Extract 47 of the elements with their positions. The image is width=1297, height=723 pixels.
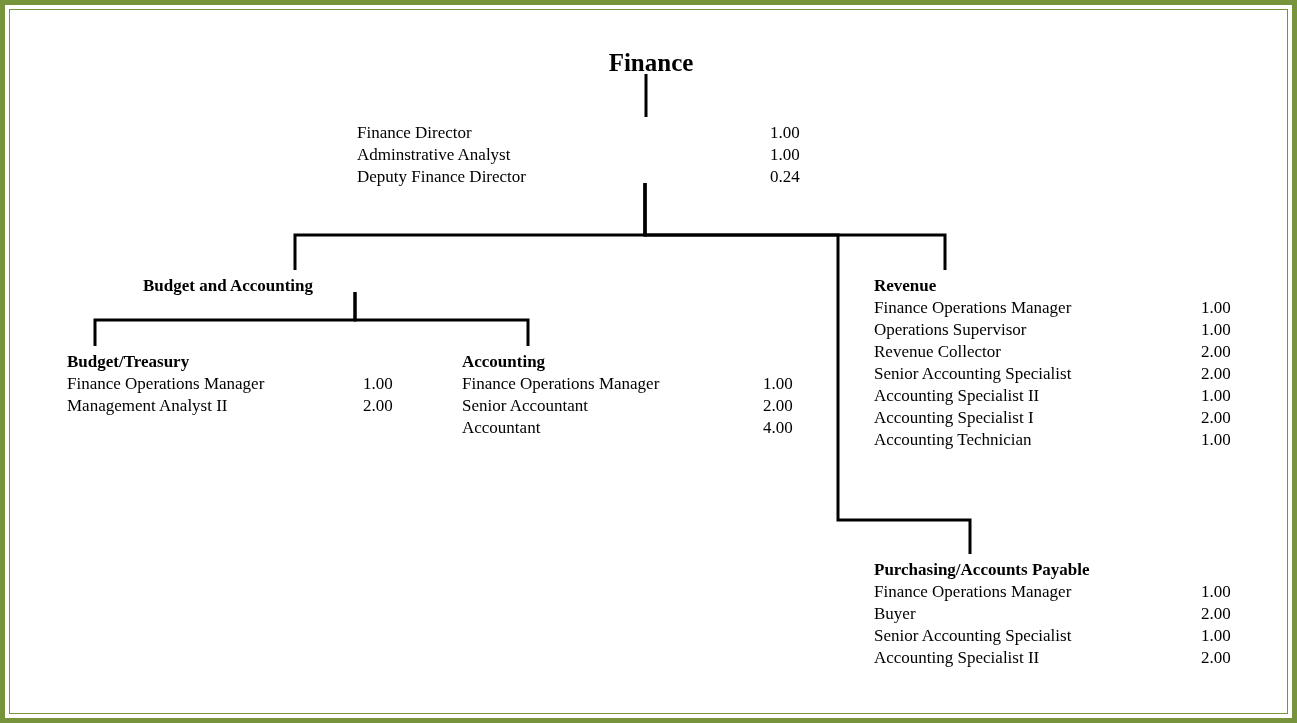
fte-value: 1.00 xyxy=(770,144,800,166)
fte-value: 1.00 xyxy=(1201,319,1231,341)
position-title: Buyer xyxy=(874,603,916,625)
position-title: Finance Operations Manager xyxy=(67,373,265,395)
connector-line xyxy=(353,292,530,346)
unit-heading: Revenue xyxy=(874,275,938,297)
fte-value: 2.00 xyxy=(1201,407,1231,429)
position-title: Finance Operations Manager xyxy=(462,373,660,395)
position-title: Finance Operations Manager xyxy=(874,297,1072,319)
fte-value: 2.00 xyxy=(1201,647,1231,669)
fte-value: 1.00 xyxy=(770,122,800,144)
chart-title: Finance xyxy=(607,48,695,78)
position-title: Revenue Collector xyxy=(874,341,1001,363)
position-title: Senior Accountant xyxy=(462,395,589,417)
position-title: Senior Accounting Specialist xyxy=(874,625,1072,647)
unit-heading: Budget and Accounting xyxy=(143,275,315,297)
fte-value: 1.00 xyxy=(1201,581,1231,603)
position-title: Accounting Technician xyxy=(874,429,1032,451)
fte-value: 0.24 xyxy=(770,166,800,188)
fte-value: 1.00 xyxy=(1201,385,1231,407)
unit-heading: Budget/Treasury xyxy=(67,351,191,373)
fte-value: 2.00 xyxy=(1201,603,1231,625)
position-title: Accountant xyxy=(462,417,541,439)
fte-value: 1.00 xyxy=(1201,429,1231,451)
fte-value: 1.00 xyxy=(1201,625,1231,647)
position-title: Adminstrative Analyst xyxy=(357,144,511,166)
fte-value: 1.00 xyxy=(1201,297,1231,319)
fte-value: 1.00 xyxy=(363,373,393,395)
position-title: Deputy Finance Director xyxy=(357,166,526,188)
position-title: Accounting Specialist II xyxy=(874,647,1040,669)
fte-value: 2.00 xyxy=(1201,363,1231,385)
fte-value: 2.00 xyxy=(763,395,793,417)
connector-line xyxy=(644,74,648,117)
position-title: Management Analyst II xyxy=(67,395,228,417)
position-title: Operations Supervisor xyxy=(874,319,1027,341)
position-title: Finance Director xyxy=(357,122,472,144)
position-title: Senior Accounting Specialist xyxy=(874,363,1072,385)
unit-heading: Purchasing/Accounts Payable xyxy=(874,559,1091,581)
connector-line xyxy=(643,183,972,554)
position-title: Finance Operations Manager xyxy=(874,581,1072,603)
fte-value: 4.00 xyxy=(763,417,793,439)
unit-heading: Accounting xyxy=(462,351,547,373)
fte-value: 2.00 xyxy=(363,395,393,417)
position-title: Accounting Specialist II xyxy=(874,385,1040,407)
position-title: Accounting Specialist I xyxy=(874,407,1034,429)
fte-value: 1.00 xyxy=(763,373,793,395)
fte-value: 2.00 xyxy=(1201,341,1231,363)
